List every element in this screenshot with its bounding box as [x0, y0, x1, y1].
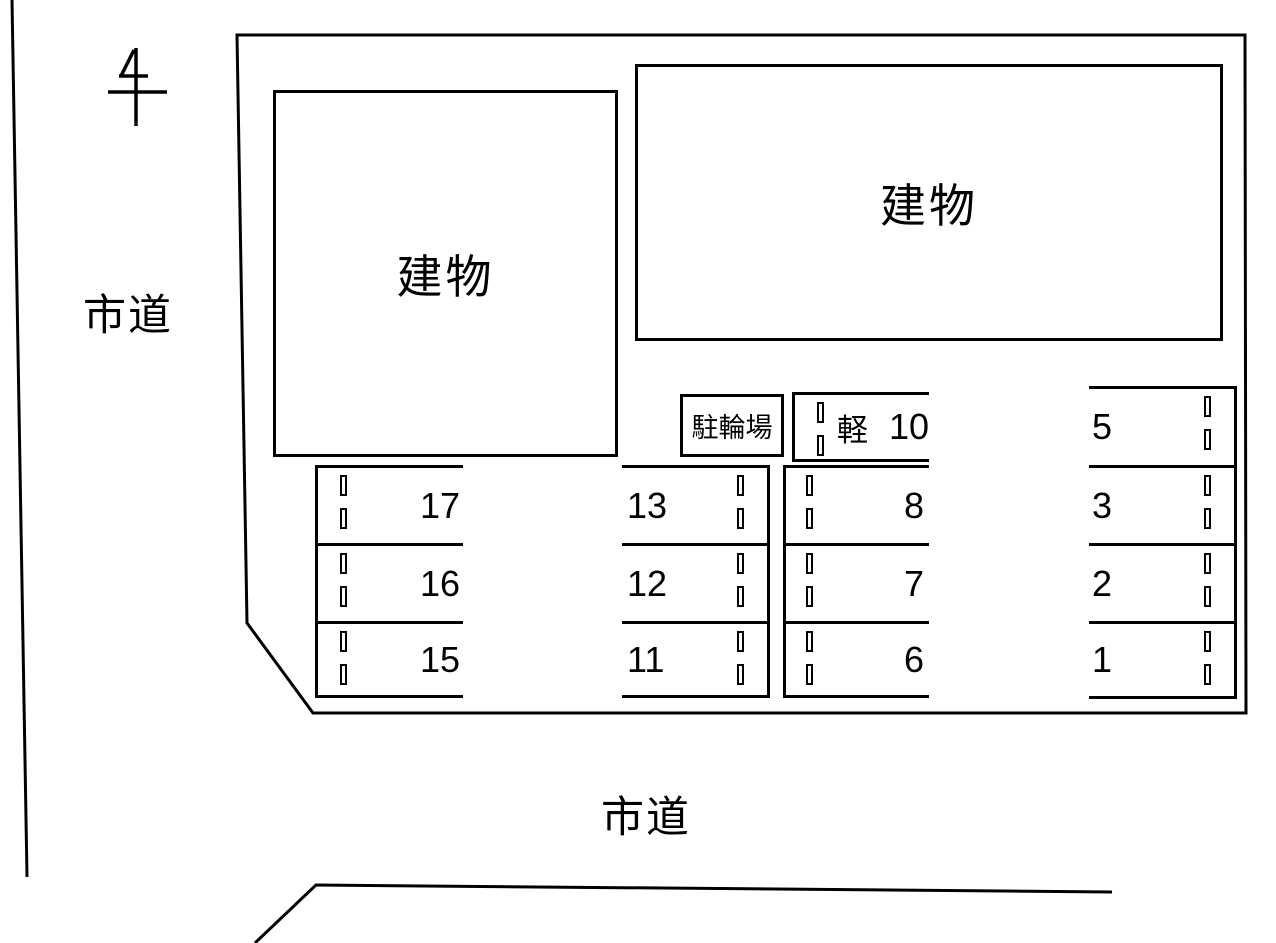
stall-number: 16 [419, 562, 460, 604]
wheel-stop-dash [340, 586, 347, 607]
wheel-stop-dash [737, 664, 744, 685]
stall-number: 2 [1092, 562, 1113, 604]
wheel-stop-dash [1204, 553, 1211, 574]
wheel-stop-dash [806, 631, 813, 652]
wheel-stop-dash [1204, 586, 1211, 607]
bicycle-parking-label: 駐輪場 [691, 413, 773, 443]
parking-stall-13: 13 [622, 465, 767, 543]
wheel-stop-dash [737, 508, 744, 529]
wheel-stop-dash [1204, 429, 1211, 450]
wheel-stop-dash [806, 553, 813, 574]
stall-number: 15 [419, 638, 460, 680]
wheel-stop-dash [340, 553, 347, 574]
wheel-stop-dash [737, 475, 744, 496]
wheel-stop-dash [1204, 631, 1211, 652]
stall-number: 3 [1092, 484, 1113, 526]
bicycle-parking-box: 駐輪場 [680, 394, 784, 457]
wheel-stop-dash [340, 475, 347, 496]
parking-stall-3: 3 [1089, 465, 1234, 543]
parking-stall-8: 8 [786, 465, 929, 543]
wheel-stop-dash [817, 402, 824, 423]
wheel-stop-dash [340, 508, 347, 529]
stall-number: 11 [627, 638, 665, 680]
left-road-edge-line [10, 0, 29, 878]
bottom-road-edge-line [253, 883, 1113, 943]
north-arrow-icon [108, 48, 167, 126]
stall-number: 7 [903, 562, 924, 604]
stall-number: 5 [1092, 406, 1113, 447]
parking-stall-2: 2 [1089, 543, 1234, 621]
parking-stall-17: 17 [318, 465, 463, 543]
stall-number: 17 [419, 484, 460, 526]
road-label-bottom: 市道 [601, 794, 691, 842]
parking-stall-kei-10: 軽 10 [792, 392, 929, 462]
road-label-left: 市道 [83, 292, 173, 340]
kei-label: 軽 [837, 412, 868, 448]
wheel-stop-dash [1204, 664, 1211, 685]
building-left: 建物 [273, 90, 618, 457]
stall-number: 13 [627, 484, 668, 526]
wheel-stop-dash [806, 508, 813, 529]
building-left-label: 建物 [396, 250, 495, 303]
stall-number: 12 [627, 562, 668, 604]
stall-number: 1 [1092, 639, 1113, 680]
parking-stall-15: 15 [318, 621, 463, 698]
stall-number: 8 [903, 484, 924, 526]
stall-number: 6 [903, 638, 924, 680]
stall-number: 10 [888, 406, 929, 447]
wheel-stop-dash [1204, 475, 1211, 496]
parking-stall-1: 1 [1089, 621, 1234, 699]
parking-column-right: 5 3 2 1 [1089, 386, 1237, 699]
wheel-stop-dash [737, 586, 744, 607]
parking-column-left: 17 16 15 [315, 465, 463, 698]
parking-stall-5: 5 [1089, 386, 1234, 465]
parking-stall-11: 11 [622, 621, 767, 698]
wheel-stop-dash [1204, 508, 1211, 529]
wheel-stop-dash [737, 631, 744, 652]
wheel-stop-dash [1204, 396, 1211, 417]
site-boundary [235, 33, 1248, 715]
wheel-stop-dash [340, 664, 347, 685]
parking-stall-6: 6 [786, 621, 929, 698]
parking-stall-12: 12 [622, 543, 767, 621]
wheel-stop-dash [806, 475, 813, 496]
parking-stall-16: 16 [318, 543, 463, 621]
building-right-label: 建物 [880, 179, 978, 232]
wheel-stop-dash [806, 664, 813, 685]
parking-stall-7: 7 [786, 543, 929, 621]
building-right: 建物 [635, 64, 1223, 341]
wheel-stop-dash [737, 553, 744, 574]
wheel-stop-dash [817, 435, 824, 456]
wheel-stop-dash [340, 631, 347, 652]
parking-column-inner: 8 7 6 [783, 465, 929, 698]
parking-column-middle: 13 12 11 [622, 465, 770, 698]
wheel-stop-dash [806, 586, 813, 607]
